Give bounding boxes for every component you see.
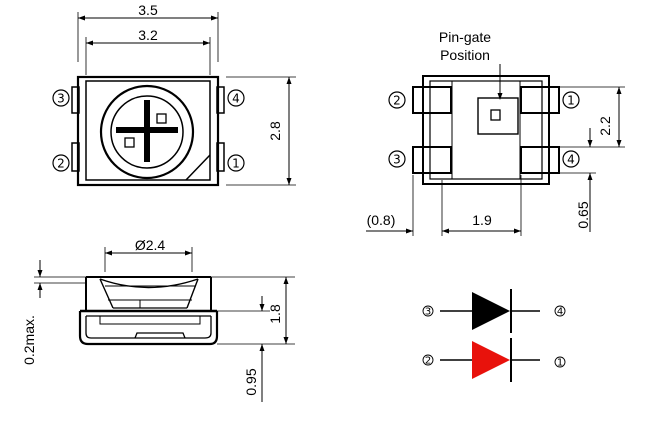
pin-gate-label-line1: Pin-gate bbox=[439, 29, 491, 45]
svg-text:1: 1 bbox=[557, 358, 563, 369]
dim-standoff: 0.95 bbox=[243, 296, 265, 402]
dim-height: 2.8 bbox=[226, 76, 296, 186]
svg-text:2: 2 bbox=[393, 94, 401, 108]
bottom-view-pin-1: 1 bbox=[562, 91, 580, 109]
top-view: 3.5 3.2 bbox=[52, 2, 296, 187]
schematic: 3 4 2 1 bbox=[422, 289, 566, 382]
svg-text:1: 1 bbox=[567, 94, 575, 108]
side-view-package-body bbox=[78, 276, 219, 346]
bottom-view: Pin-gate Position 2 3 1 bbox=[366, 29, 625, 236]
svg-text:4: 4 bbox=[567, 153, 575, 167]
top-view-package-body bbox=[71, 75, 225, 187]
top-view-pin-2: 2 bbox=[52, 154, 70, 172]
svg-text:2: 2 bbox=[57, 157, 65, 171]
height-label: 2.8 bbox=[267, 121, 283, 141]
svg-text:3: 3 bbox=[57, 92, 65, 106]
pin-gate-label-line2: Position bbox=[440, 47, 490, 63]
top-view-pin-1: 1 bbox=[227, 154, 245, 172]
svg-text:4: 4 bbox=[232, 92, 240, 106]
side-view: Ø2.4 bbox=[21, 237, 295, 402]
dim-lens-diameter: Ø2.4 bbox=[104, 237, 193, 272]
bottom-view-pin-3: 3 bbox=[388, 150, 406, 168]
lens-diameter-label: Ø2.4 bbox=[135, 237, 166, 253]
dim-width-outer: 3.5 bbox=[77, 2, 219, 62]
diode-top: 3 4 bbox=[422, 289, 566, 333]
dim-pitch: 2.2 bbox=[559, 86, 625, 148]
pad-width-label: 0.65 bbox=[575, 201, 591, 228]
bottom-view-package-body bbox=[412, 75, 560, 185]
dim-max-tolerance: 0.2max. bbox=[21, 260, 86, 365]
dim-pad-width: 0.65 bbox=[559, 128, 596, 232]
svg-text:2: 2 bbox=[425, 356, 431, 367]
pad-span-label: 1.9 bbox=[472, 212, 492, 228]
bottom-view-pin-4: 4 bbox=[562, 150, 580, 168]
dim-width-inner: 3.2 bbox=[85, 27, 211, 75]
top-view-pin-4: 4 bbox=[227, 89, 245, 107]
width-outer-label: 3.5 bbox=[138, 2, 158, 18]
top-view-pin-3: 3 bbox=[52, 89, 70, 107]
pad-offset-label: (0.8) bbox=[367, 212, 396, 228]
diode-bottom: 2 1 bbox=[422, 338, 566, 382]
side-height-label: 1.8 bbox=[267, 304, 283, 324]
standoff-label: 0.95 bbox=[243, 368, 259, 395]
width-inner-label: 3.2 bbox=[138, 27, 158, 43]
svg-text:4: 4 bbox=[557, 307, 563, 318]
diode-bottom-triangle bbox=[472, 341, 510, 379]
diode-top-triangle bbox=[472, 292, 510, 330]
dim-pad-spacing: (0.8) 1.9 bbox=[366, 175, 522, 236]
svg-text:3: 3 bbox=[425, 307, 431, 318]
svg-text:3: 3 bbox=[393, 153, 401, 167]
pitch-label: 2.2 bbox=[597, 116, 613, 136]
max-tolerance-label: 0.2max. bbox=[21, 315, 37, 365]
dim-side-height: 1.8 bbox=[211, 276, 295, 345]
svg-text:1: 1 bbox=[232, 157, 240, 171]
bottom-view-pin-2: 2 bbox=[388, 91, 406, 109]
